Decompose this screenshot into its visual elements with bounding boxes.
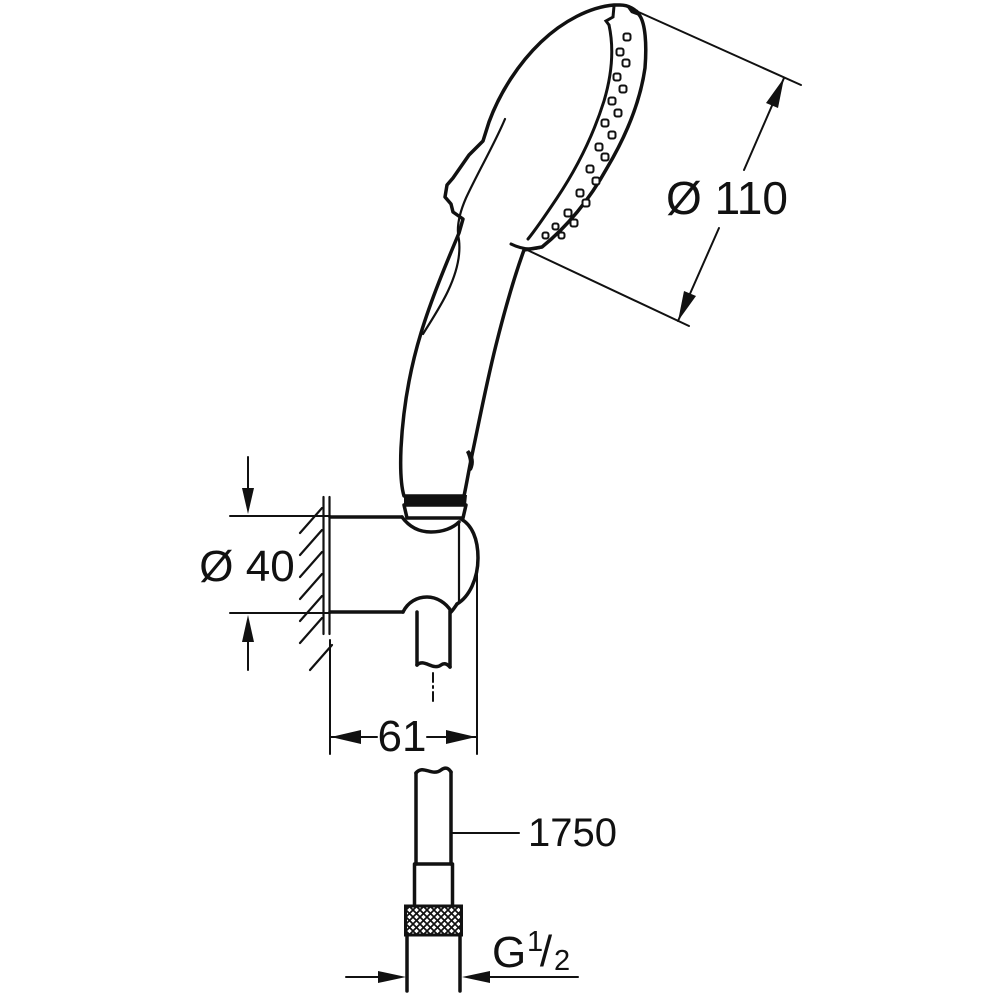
nozzle-dot xyxy=(618,84,628,94)
shower-head xyxy=(398,3,648,498)
hose-knurled-nut xyxy=(404,904,463,937)
holder-diameter-label: Ø 40 xyxy=(199,542,294,591)
thread-label-numerator: 1 xyxy=(527,926,543,958)
shower-hose xyxy=(404,609,463,993)
extension-line xyxy=(633,9,802,86)
nozzle-dot xyxy=(613,108,623,118)
thread-label-prefix: G xyxy=(492,928,526,977)
nozzle-dot xyxy=(581,198,591,208)
nozzle-dot xyxy=(569,218,579,228)
wall-section xyxy=(298,495,334,672)
holder-ball xyxy=(455,517,480,606)
hose-break-line xyxy=(415,661,452,669)
dim-thread-size: G 1 / 2 xyxy=(345,926,579,983)
nozzle-dot xyxy=(622,32,632,42)
nozzle-dot xyxy=(600,152,610,162)
spray-nozzles xyxy=(541,32,632,240)
nozzle-dot xyxy=(557,231,566,240)
nozzle-dot xyxy=(594,142,604,152)
wall-holder xyxy=(328,495,480,614)
dim-hose-length: 1750 xyxy=(451,811,617,855)
holder-depth-label: 61 xyxy=(378,712,427,761)
arrowhead xyxy=(678,291,696,321)
arrowhead xyxy=(378,971,406,983)
nozzle-dot xyxy=(585,164,595,174)
nozzle-dot xyxy=(551,222,560,231)
hatch-line xyxy=(298,572,324,601)
dim-holder-depth: 61 xyxy=(329,562,478,761)
faceplate-top-notch xyxy=(603,4,616,27)
arrowhead xyxy=(242,488,254,514)
nozzle-dot xyxy=(600,118,610,128)
nozzle-dot xyxy=(575,188,585,198)
hose-connector-hump xyxy=(401,595,453,614)
nozzle-dot xyxy=(615,47,625,57)
head-handle-parting-line xyxy=(421,117,507,336)
arrowhead xyxy=(462,971,490,983)
faceplate-corner xyxy=(626,6,642,17)
holder-saddle xyxy=(400,515,461,534)
nozzle-dot xyxy=(541,231,550,240)
thread-label-slash: / xyxy=(540,927,553,976)
nozzle-dot xyxy=(591,176,601,186)
dim-holder-diameter: Ø 40 xyxy=(199,456,331,671)
wall-hatching xyxy=(298,506,334,672)
hatch-line xyxy=(298,594,324,623)
arrowhead xyxy=(242,615,254,642)
nozzle-dot xyxy=(612,72,622,82)
hose-break-line xyxy=(414,766,453,775)
hatch-line xyxy=(298,550,324,579)
hatch-line xyxy=(298,528,324,557)
faceplate-inner-edge xyxy=(526,23,614,241)
hatch-line xyxy=(298,506,324,535)
hose-length-label: 1750 xyxy=(528,811,617,855)
extension-line xyxy=(522,247,690,327)
thread-label-denominator: 2 xyxy=(554,945,570,977)
nozzle-dot xyxy=(607,130,617,140)
dim-head-diameter: Ø 110 xyxy=(522,9,802,327)
nozzle-dot xyxy=(607,96,617,106)
nozzle-dot xyxy=(563,208,573,218)
hatch-line xyxy=(298,616,324,645)
handle-collar-cone xyxy=(402,503,468,520)
hatch-line xyxy=(308,643,334,672)
arrowhead xyxy=(331,730,361,744)
arrowhead xyxy=(446,730,476,744)
spray-button xyxy=(466,450,474,473)
head-diameter-label: Ø 110 xyxy=(666,172,788,224)
nozzle-dot xyxy=(621,58,631,68)
arrowhead xyxy=(766,78,784,108)
